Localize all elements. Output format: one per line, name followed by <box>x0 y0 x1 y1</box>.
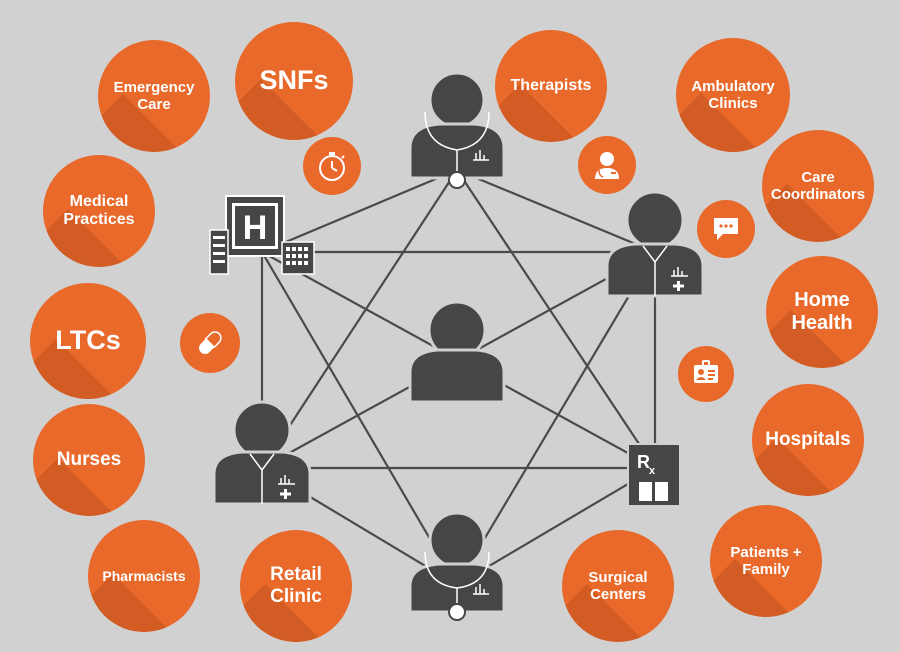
bubble-label: Medical Practices <box>63 192 135 228</box>
bubble-ambulatory-clinics: Ambulatory Clinics <box>676 38 790 152</box>
bubble-snfs: SNFs <box>235 22 353 140</box>
rx-label: R <box>637 452 650 472</box>
bubble-label: Pharmacists <box>102 567 186 584</box>
doctor-bottom-icon <box>408 511 506 621</box>
rx-icon: R x <box>627 443 681 507</box>
rx-sub-label: x <box>649 465 656 477</box>
link-top-doctor-right <box>456 168 656 254</box>
bubble-emergency-care: Emergency Care <box>98 40 210 152</box>
link-hospital-top <box>261 168 458 254</box>
doctor-left-icon <box>212 400 312 506</box>
bubble-label: Patients + Family <box>730 543 802 578</box>
bubble-ltcs: LTCs <box>30 283 146 399</box>
doctor-icon <box>595 152 619 179</box>
bubble-label: Home Health <box>791 289 853 334</box>
chat-icon <box>714 218 738 240</box>
link-doctor-right-bottom <box>456 251 656 586</box>
patient-center-icon <box>408 300 506 404</box>
id-card-icon <box>694 360 718 383</box>
id-card-chip <box>678 346 734 402</box>
doctor-right-icon <box>605 190 705 298</box>
bubble-home-health: Home Health <box>766 256 878 368</box>
hospital-icon: H <box>209 195 315 275</box>
bubble-medical-practices: Medical Practices <box>43 155 155 267</box>
doctor-chip <box>578 136 636 194</box>
bubble-label: Surgical Centers <box>588 568 648 603</box>
link-top-rx <box>456 169 656 469</box>
bubble-pharmacists: Pharmacists <box>88 520 200 632</box>
bubble-label: Therapists <box>510 76 592 94</box>
bubble-label: SNFs <box>259 65 329 96</box>
bubble-care-coordinators: Care Coordinators <box>762 130 874 242</box>
bubble-label: Care Coordinators <box>770 168 866 203</box>
bubble-hospitals: Hospitals <box>752 384 864 496</box>
bubble-surgical-centers: Surgical Centers <box>562 530 674 642</box>
chat-chip <box>697 200 755 258</box>
bubble-patients-family: Patients + Family <box>710 505 822 617</box>
link-hospital-bottom <box>261 251 458 586</box>
bubble-label: LTCs <box>55 325 121 356</box>
bubble-label: Ambulatory Clinics <box>691 77 775 112</box>
pill-chip <box>180 313 240 373</box>
pill-icon <box>199 331 222 354</box>
stopwatch-chip <box>303 137 361 195</box>
bubble-nurses: Nurses <box>33 404 145 516</box>
hospital-letter: H <box>243 209 268 247</box>
bubble-therapists: Therapists <box>495 30 607 142</box>
link-top-doctor-left <box>261 169 458 469</box>
bubble-label: Retail Clinic <box>270 564 322 607</box>
bubble-retail-clinic: Retail Clinic <box>240 530 352 642</box>
doctor-top-icon <box>408 71 506 189</box>
bubble-label: Hospitals <box>765 429 851 451</box>
bubble-label: Nurses <box>56 449 122 471</box>
stopwatch-icon <box>319 152 345 181</box>
bubble-label: Emergency Care <box>113 78 195 113</box>
